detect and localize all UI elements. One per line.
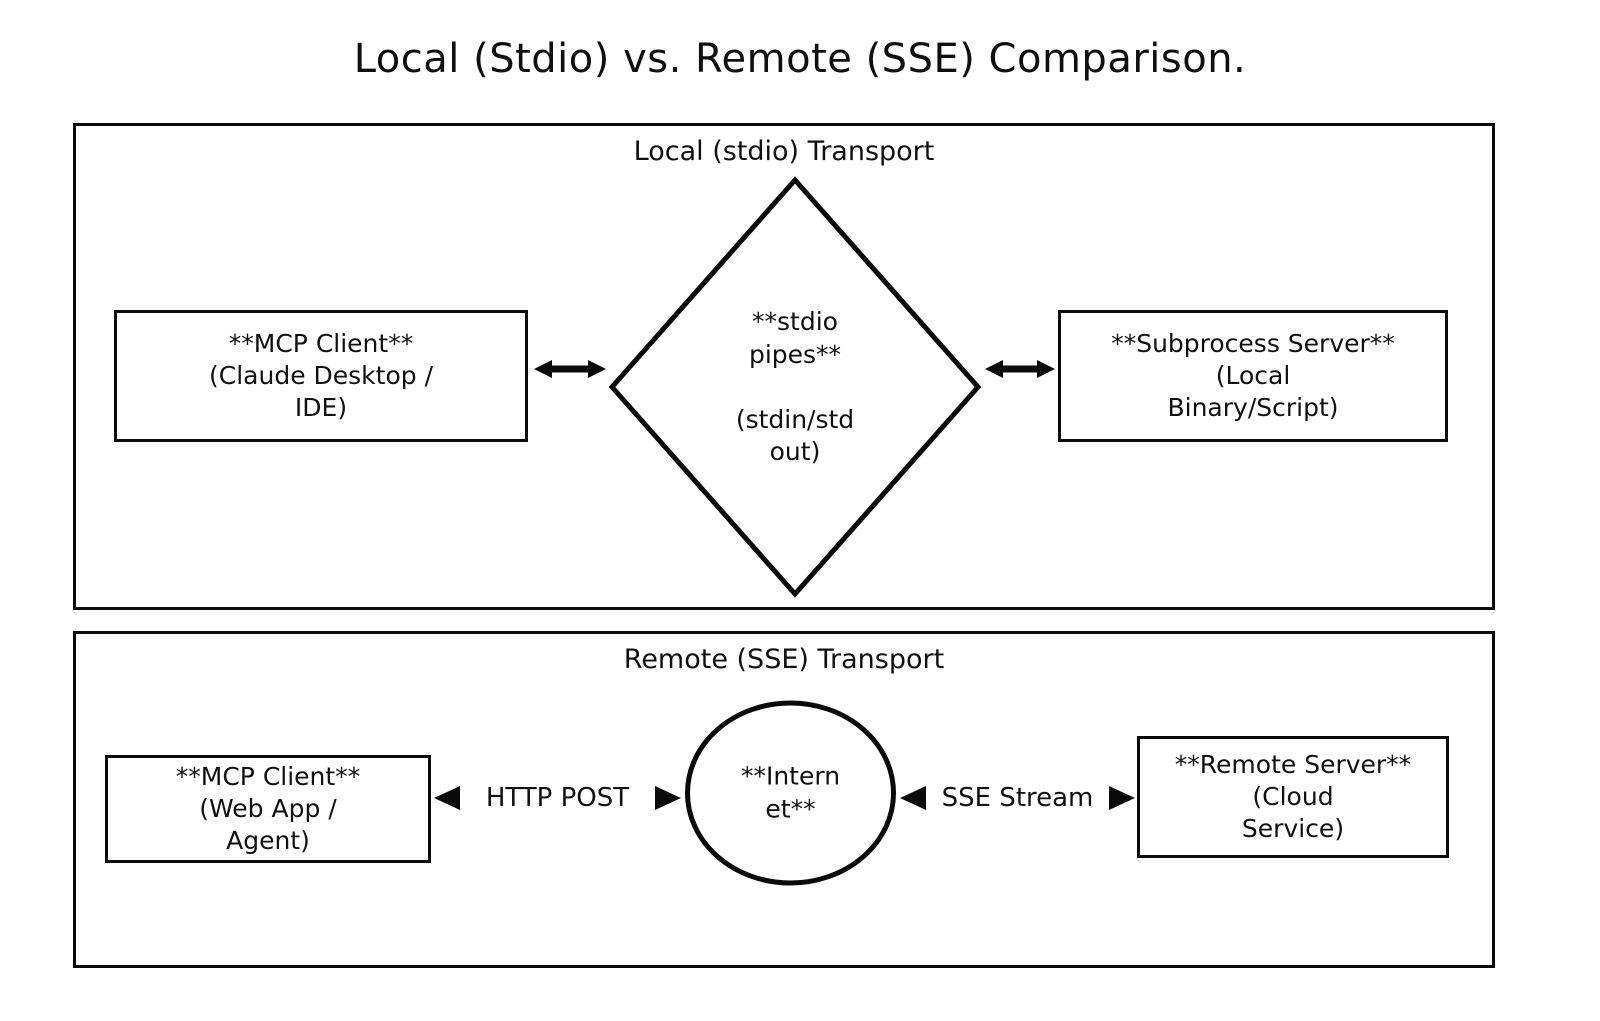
node-mcp-client-local[interactable]: **MCP Client** (Claude Desktop / IDE)	[114, 310, 528, 442]
double-arrow-icon	[985, 360, 1055, 378]
node-remote-server-label: **Remote Server** (Cloud Service)	[1174, 750, 1412, 843]
node-mcp-client-remote-label: **MCP Client** (Web App / Agent)	[175, 762, 361, 855]
node-subprocess-server[interactable]: **Subprocess Server** (Local Binary/Scri…	[1058, 310, 1448, 442]
subgraph-local-label: Local (stdio) Transport	[633, 136, 935, 167]
circle-shape	[685, 700, 896, 886]
edge-client-to-net: HTTP POST	[434, 778, 681, 818]
node-remote-server[interactable]: **Remote Server** (Cloud Service)	[1137, 736, 1449, 858]
node-internet[interactable]: **Intern et**	[684, 700, 897, 886]
page-title: Local (Stdio) vs. Remote (SSE) Compariso…	[353, 36, 1247, 82]
diamond-shape	[608, 176, 982, 598]
subgraph-remote-label: Remote (SSE) Transport	[623, 644, 945, 675]
node-subprocess-server-label: **Subprocess Server** (Local Binary/Scri…	[1111, 329, 1395, 422]
node-stdio-pipes[interactable]: **stdio pipes** (stdin/std out)	[608, 176, 982, 598]
double-arrow-icon	[434, 786, 681, 810]
double-arrow-icon	[534, 360, 606, 378]
double-arrow-icon	[900, 786, 1135, 810]
node-stdio-pipes-label: **stdio pipes** (stdin/std out)	[735, 306, 855, 466]
edge-net-to-server: SSE Stream	[900, 778, 1135, 818]
node-mcp-client-local-label: **MCP Client** (Claude Desktop / IDE)	[209, 329, 433, 422]
edge-client-to-pipes	[534, 352, 606, 386]
node-mcp-client-remote[interactable]: **MCP Client** (Web App / Agent)	[105, 755, 431, 863]
node-internet-label: **Intern et**	[740, 761, 841, 824]
edge-pipes-to-server	[985, 352, 1055, 386]
